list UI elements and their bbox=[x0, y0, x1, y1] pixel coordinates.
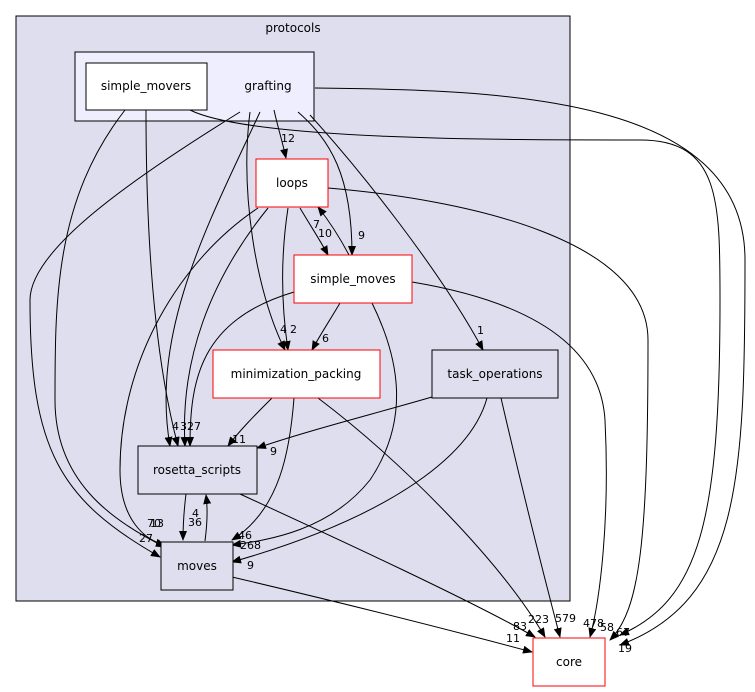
edge-rosetta-moves bbox=[179, 493, 188, 541]
edge-label-rosetta-c: 27 bbox=[187, 420, 201, 433]
edge-label-minpack-a: 4 bbox=[280, 323, 287, 336]
node-rosetta-scripts[interactable]: rosetta_scripts bbox=[137, 445, 258, 495]
edge-rosetta-core bbox=[239, 493, 536, 638]
edge-label-core-f: 58 bbox=[600, 621, 614, 634]
edge-label-core-c: 223 bbox=[528, 613, 549, 626]
edges bbox=[29, 87, 746, 654]
edge-minpack-core bbox=[317, 397, 546, 638]
edge-simple-moves-minpack bbox=[311, 302, 341, 351]
edge-grafting-task-operations bbox=[309, 114, 484, 351]
edge-moves-rosetta bbox=[203, 494, 212, 542]
edge-label-grafting-loops: 12 bbox=[281, 132, 295, 145]
edge-moves-core bbox=[231, 576, 533, 654]
node-minimization-packing-label: minimization_packing bbox=[231, 367, 362, 381]
edge-label-loops-simple-moves: 10 bbox=[318, 227, 332, 240]
node-simple-movers[interactable]: simple_movers bbox=[85, 62, 208, 111]
edge-label-minpack-rosetta: 11 bbox=[232, 433, 246, 446]
edge-grafting-core bbox=[314, 87, 746, 646]
node-core[interactable]: core bbox=[532, 637, 606, 687]
node-rosetta-scripts-label: rosetta_scripts bbox=[153, 463, 241, 477]
node-minimization-packing[interactable]: minimization_packing bbox=[212, 349, 381, 399]
edge-loops-simple-moves bbox=[299, 207, 329, 256]
edge-label-moves-e: 268 bbox=[240, 539, 261, 552]
edge-label-core-g: 67 bbox=[616, 626, 630, 639]
edge-grafting-loops bbox=[273, 109, 288, 159]
node-moves-label: moves bbox=[177, 559, 217, 573]
edge-label-moves-b: 13 bbox=[150, 517, 164, 530]
node-simple-moves-label: simple_moves bbox=[310, 272, 395, 286]
edge-label-moves-rosetta: 4 bbox=[192, 507, 199, 520]
edge-simple-movers-rosetta bbox=[145, 109, 180, 447]
edge-label-grafting-simple-moves: 9 bbox=[358, 229, 365, 242]
edge-loops-minpack bbox=[282, 207, 291, 351]
edge-task-operations-rosetta bbox=[256, 396, 433, 449]
node-simple-moves[interactable]: simple_moves bbox=[293, 254, 413, 304]
node-loops-label: loops bbox=[276, 176, 308, 190]
edge-label-task-ops-rosetta: 9 bbox=[270, 445, 277, 458]
cluster-protocols-label: protocols bbox=[265, 21, 320, 35]
node-grafting-label: grafting bbox=[244, 79, 291, 93]
edge-label-moves-f: 9 bbox=[247, 559, 254, 572]
edge-label-rosetta-a: 4 bbox=[172, 420, 179, 433]
edge-loops-rosetta bbox=[180, 207, 269, 447]
edge-labels: 12 9 1 19 10 7 4 2 6 9 11 4 3 27 4 36 70… bbox=[139, 132, 632, 655]
edge-label-rosetta-moves: 36 bbox=[188, 516, 202, 529]
edge-label-core-b: 11 bbox=[506, 632, 520, 645]
edge-label-core-e: 478 bbox=[583, 617, 604, 630]
node-core-label: core bbox=[556, 655, 582, 669]
edge-label-minpack-b: 2 bbox=[290, 323, 297, 336]
edge-task-operations-core bbox=[500, 397, 562, 638]
edge-label-simple-moves-minpack: 6 bbox=[322, 332, 329, 345]
node-moves[interactable]: moves bbox=[160, 541, 234, 591]
edge-simple-moves-core bbox=[411, 281, 607, 638]
node-loops[interactable]: loops bbox=[255, 158, 329, 208]
edge-label-core-a: 83 bbox=[513, 620, 527, 633]
edge-label-grafting-task-operations: 1 bbox=[477, 324, 484, 337]
edge-minpack-moves bbox=[231, 397, 295, 541]
edge-label-moves-d: 46 bbox=[238, 529, 252, 542]
edge-simple-movers-core bbox=[189, 109, 721, 636]
edge-loops-moves bbox=[119, 207, 259, 547]
edge-minpack-rosetta bbox=[227, 397, 273, 447]
edge-label-grafting-core: 19 bbox=[618, 642, 632, 655]
edge-label-rosetta-b: 3 bbox=[180, 420, 187, 433]
edge-simple-movers-moves bbox=[54, 109, 166, 548]
edge-grafting-minpack bbox=[246, 111, 286, 351]
edge-simple-moves-moves bbox=[231, 302, 398, 548]
edge-label-core-d: 579 bbox=[555, 612, 576, 625]
edge-loops-core bbox=[327, 187, 649, 641]
node-task-operations-label: task_operations bbox=[447, 367, 542, 381]
edge-grafting-moves bbox=[29, 111, 241, 558]
edge-simple-moves-loops bbox=[317, 206, 350, 256]
node-task-operations[interactable]: task_operations bbox=[431, 349, 559, 399]
edge-label-simple-moves-loops: 7 bbox=[313, 218, 320, 231]
edge-label-moves-a: 70 bbox=[147, 517, 161, 530]
edge-grafting-rosetta bbox=[164, 111, 261, 447]
edge-task-operations-moves bbox=[231, 397, 488, 564]
node-simple-movers-label: simple_movers bbox=[101, 79, 191, 93]
edge-label-moves-c: 27 bbox=[139, 532, 153, 545]
edge-grafting-simple-moves bbox=[297, 111, 356, 256]
edge-simple-moves-rosetta bbox=[186, 291, 295, 447]
